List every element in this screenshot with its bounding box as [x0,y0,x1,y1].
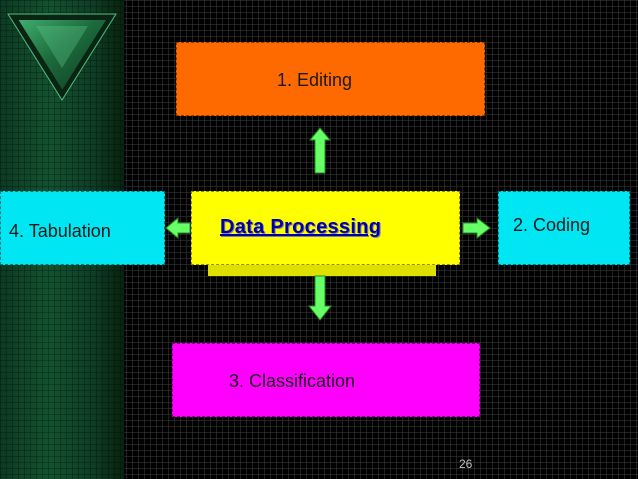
step-tabulation-box: 4. Tabulation [0,191,165,265]
center-box: Data Processing [191,191,460,265]
step-editing-box: 1. Editing [176,42,485,116]
step-coding-box: 2. Coding [498,191,630,265]
center-title: Data Processing [220,216,382,238]
arrow-left-icon [165,216,191,240]
page-number: 26 [459,457,473,471]
triangle-logo-icon [7,13,117,101]
step-tabulation-label: 4. Tabulation [9,221,111,241]
arrow-down-icon [307,275,333,321]
step-classification-label: 3. Classification [229,371,356,391]
step-editing-label: 1. Editing [277,70,353,90]
arrow-right-icon [462,216,491,240]
step-coding-label: 2. Coding [513,215,591,235]
arrow-up-icon [308,127,332,174]
step-classification-box: 3. Classification [172,343,480,417]
